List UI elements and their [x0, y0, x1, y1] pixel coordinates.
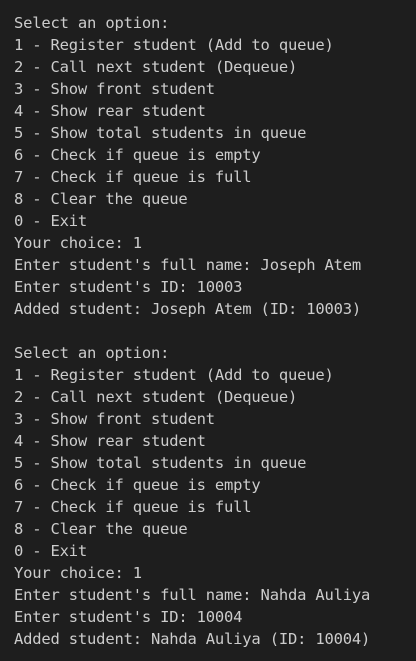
menu-header-line: Select an option:	[14, 344, 170, 362]
id-prompt-line: Enter student's ID: 10004	[14, 608, 243, 626]
menu-option-1-line: 1 - Register student (Add to queue)	[14, 36, 334, 54]
menu-option-1-line: 1 - Register student (Add to queue)	[14, 366, 334, 384]
menu-option-4-line: 4 - Show rear student	[14, 102, 206, 120]
menu-option-0-line: 0 - Exit	[14, 542, 88, 560]
added-student-line: Added student: Nahda Auliya (ID: 10004)	[14, 630, 371, 648]
menu-option-6-line: 6 - Check if queue is empty	[14, 476, 261, 494]
menu-option-0-line: 0 - Exit	[14, 212, 88, 230]
menu-option-7-line: 7 - Check if queue is full	[14, 498, 252, 516]
choice-prompt-line: Your choice: 1	[14, 234, 142, 252]
added-student-line: Added student: Joseph Atem (ID: 10003)	[14, 300, 362, 318]
choice-prompt-line: Your choice: 1	[14, 564, 142, 582]
menu-option-2-line: 2 - Call next student (Dequeue)	[14, 388, 298, 406]
blank-line	[14, 320, 416, 342]
menu-option-4-line: 4 - Show rear student	[14, 432, 206, 450]
name-prompt-line: Enter student's full name: Joseph Atem	[14, 256, 362, 274]
menu-option-6-line: 6 - Check if queue is empty	[14, 146, 261, 164]
menu-option-3-line: 3 - Show front student	[14, 410, 215, 428]
id-prompt-line: Enter student's ID: 10003	[14, 278, 243, 296]
menu-header-line: Select an option:	[14, 14, 170, 32]
name-prompt-line: Enter student's full name: Nahda Auliya	[14, 586, 371, 604]
menu-option-5-line: 5 - Show total students in queue	[14, 454, 307, 472]
menu-option-8-line: 8 - Clear the queue	[14, 190, 188, 208]
menu-option-5-line: 5 - Show total students in queue	[14, 124, 307, 142]
menu-option-2-line: 2 - Call next student (Dequeue)	[14, 58, 298, 76]
menu-option-3-line: 3 - Show front student	[14, 80, 215, 98]
menu-option-8-line: 8 - Clear the queue	[14, 520, 188, 538]
menu-option-7-line: 7 - Check if queue is full	[14, 168, 252, 186]
